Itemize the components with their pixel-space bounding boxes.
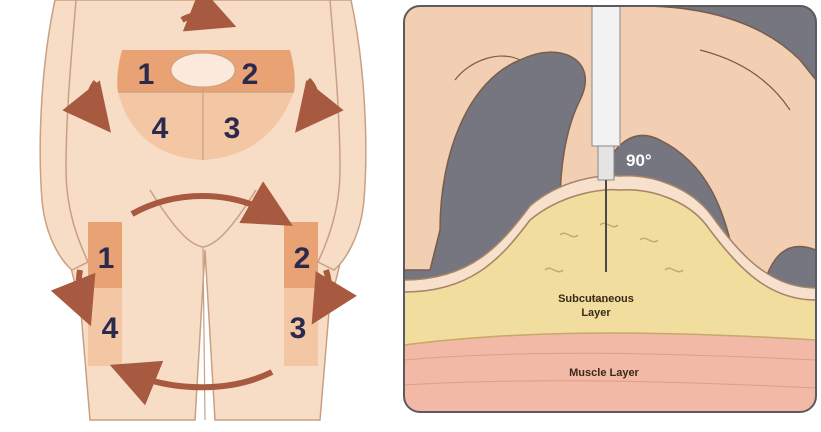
left-thigh-zone-4-label: 4 (102, 312, 119, 345)
injection-pen (592, 6, 620, 146)
muscle-layer-label: Muscle Layer (569, 367, 639, 379)
right-thigh-zone-3-label: 3 (290, 312, 307, 345)
subcutaneous-label-line1: Subcutaneous (558, 293, 634, 305)
abdomen-zone-2-label: 2 (242, 58, 259, 91)
abdomen-zone-4-label: 4 (152, 112, 169, 145)
injection-illustration: 90° Subcutaneous Layer Muscle Layer (404, 6, 816, 412)
body-illustration: 1 2 4 3 1 4 2 3 (40, 0, 366, 420)
abdomen-zone-3-label: 3 (224, 112, 241, 145)
rotation-arrow-left-hip (79, 270, 82, 304)
right-thigh-zone-2-label: 2 (294, 242, 311, 275)
left-thigh-zone-1-label: 1 (98, 242, 115, 275)
subcutaneous-label-line2: Layer (581, 307, 611, 319)
angle-label: 90° (626, 151, 652, 170)
abdomen-zone-1-label: 1 (138, 58, 155, 91)
navel (171, 53, 235, 87)
pen-tip (598, 146, 614, 180)
